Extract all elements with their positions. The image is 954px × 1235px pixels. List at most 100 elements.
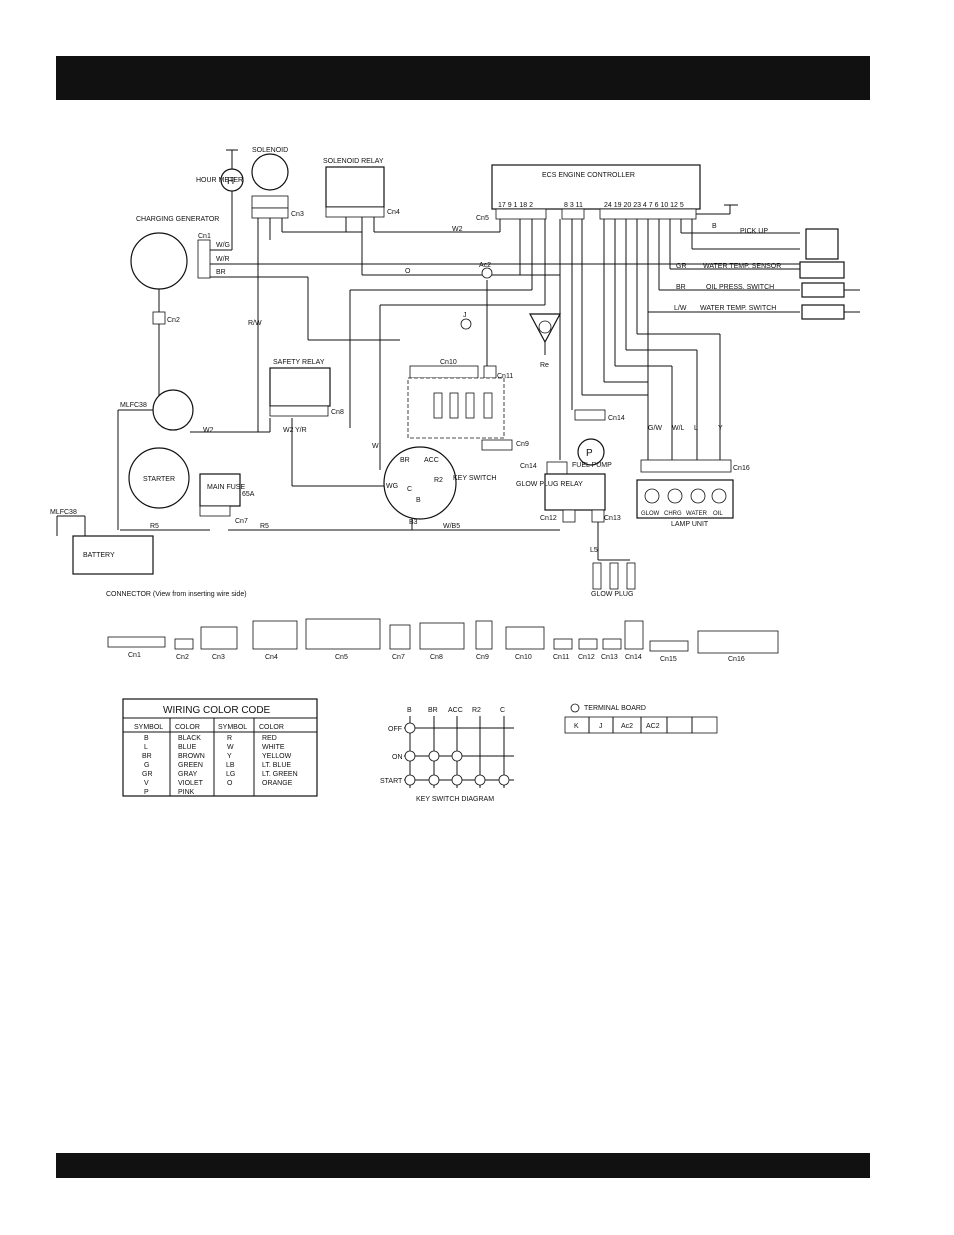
re-component: Re: [528, 313, 562, 369]
cn13-label: Cn13: [604, 515, 621, 522]
svg-text:R: R: [227, 735, 232, 742]
svg-text:Cn12: Cn12: [578, 654, 595, 661]
svg-text:CHRG: CHRG: [664, 511, 682, 517]
re-label: Re: [540, 362, 549, 369]
svg-text:W: W: [372, 443, 379, 450]
svg-text:GLOW PLUG RELAY: GLOW PLUG RELAY: [516, 481, 583, 488]
solenoid: SOLENOID Cn3: [251, 147, 304, 219]
cn12-label: Cn12: [540, 515, 557, 522]
svg-text:W/B5: W/B5: [443, 523, 460, 530]
svg-text:Cn3: Cn3: [212, 654, 225, 661]
lamp-unit: Cn16 GLOW CHRG WATER OIL LAMP UNIT G/W W…: [636, 425, 750, 528]
svg-text:ON: ON: [392, 754, 403, 761]
svg-text:Cn1: Cn1: [128, 652, 141, 659]
svg-text:65A: 65A: [242, 491, 255, 498]
svg-text:Cn10: Cn10: [515, 654, 532, 661]
svg-text:V: V: [144, 780, 149, 787]
cn11-label: Cn11: [497, 373, 513, 380]
ecs-label: ECS ENGINE CONTROLLER: [542, 172, 635, 179]
solenoid-relay: SOLENOID RELAY Cn4: [323, 158, 400, 218]
mlfc-1: MLFC38: [120, 402, 147, 409]
wiring-color-code: WIRING COLOR CODE SYMBOL COLOR SYMBOL CO…: [122, 698, 318, 797]
svg-text:Y: Y: [718, 425, 723, 432]
connector-title: CONNECTOR (View from inserting wire side…: [106, 591, 247, 598]
ecs-pins-1: 17 9 1 18 2: [498, 202, 533, 209]
svg-text:LT. GREEN: LT. GREEN: [262, 771, 298, 778]
svg-text:GRAY: GRAY: [178, 771, 198, 778]
svg-text:COLOR: COLOR: [259, 724, 284, 731]
svg-text:Cn2: Cn2: [176, 654, 189, 661]
svg-text:G: G: [144, 762, 149, 769]
svg-text:Y: Y: [227, 753, 232, 760]
svg-text:R/W: R/W: [248, 320, 262, 327]
svg-text:O: O: [227, 780, 233, 787]
svg-text:Cn9: Cn9: [476, 654, 489, 661]
glow-plug: GLOW PLUG: [591, 559, 636, 598]
cn8-label: Cn8: [331, 409, 344, 416]
svg-text:BR: BR: [428, 707, 438, 714]
terminals: Ac2 J: [460, 262, 493, 330]
svg-text:BR: BR: [216, 269, 226, 276]
mlfc-2: MLFC38: [50, 509, 77, 516]
svg-text:C: C: [500, 707, 505, 714]
terminal-board: TERMINAL BOARD K J Ac2 AC2: [564, 703, 718, 734]
svg-text:OIL: OIL: [713, 511, 723, 517]
svg-text:GR: GR: [676, 263, 687, 270]
water-temp-sensor-label: WATER TEMP. SENSOR: [703, 263, 781, 270]
charging-generator-label: CHARGING GENERATOR: [136, 216, 219, 223]
svg-text:W/G: W/G: [216, 242, 230, 249]
cn2-label: Cn2: [167, 317, 180, 324]
key-switch-diagram: B BR ACC R2 C OFF ON START KEY SWITCH DI…: [380, 707, 514, 803]
svg-text:Cn4: Cn4: [265, 654, 278, 661]
svg-text:B: B: [407, 707, 412, 714]
solenoid-relay-label: SOLENOID RELAY: [323, 158, 384, 165]
svg-text:W/L: W/L: [672, 425, 685, 432]
svg-text:BR: BR: [142, 753, 152, 760]
svg-text:RED: RED: [262, 735, 277, 742]
ecs-pins-2: 8 3 11: [564, 202, 583, 209]
svg-text:Cn11: Cn11: [553, 654, 569, 661]
fuel-pump: P FUEL PUMP Cn14: [572, 409, 625, 469]
svg-text:R2: R2: [472, 707, 481, 714]
svg-text:R5: R5: [260, 523, 269, 530]
svg-text:L/W: L/W: [674, 305, 687, 312]
svg-text:B: B: [712, 223, 717, 230]
svg-text:L: L: [144, 744, 148, 751]
svg-text:B: B: [416, 497, 421, 504]
svg-text:L5: L5: [590, 547, 598, 554]
svg-text:Cn13: Cn13: [601, 654, 618, 661]
svg-text:SYMBOL: SYMBOL: [134, 724, 163, 731]
svg-text:ORANGE: ORANGE: [262, 780, 293, 787]
svg-text:WHITE: WHITE: [262, 744, 285, 751]
safety-relay-label: SAFETY RELAY: [273, 359, 325, 366]
hour-meter-symbol: H: [227, 176, 234, 187]
svg-text:Cn5: Cn5: [335, 654, 348, 661]
svg-text:J: J: [599, 723, 603, 730]
svg-text:LT. BLUE: LT. BLUE: [262, 762, 291, 769]
svg-text:ACC: ACC: [424, 457, 439, 464]
starter-battery: STARTER BATTERY MLFC38: [50, 389, 194, 575]
cn5-label: Cn5: [476, 215, 489, 222]
starter-label: STARTER: [143, 476, 175, 483]
key-switch-label: KEY SWITCH: [453, 475, 496, 482]
svg-text:Cn8: Cn8: [430, 654, 443, 661]
svg-text:GLOW: GLOW: [641, 511, 660, 517]
footer-bar: [56, 1153, 870, 1178]
svg-text:KEY SWITCH DIAGRAM: KEY SWITCH DIAGRAM: [416, 796, 494, 803]
svg-text:LB: LB: [226, 762, 235, 769]
safety-relay: SAFETY RELAY Cn8: [269, 359, 344, 417]
svg-text:Cn15: Cn15: [660, 656, 677, 663]
svg-text:START: START: [380, 778, 403, 785]
cn14-label: Cn14: [520, 463, 537, 470]
svg-text:VIOLET: VIOLET: [178, 780, 204, 787]
svg-text:W: W: [227, 744, 234, 751]
svg-text:Ac2: Ac2: [621, 723, 633, 730]
svg-text:B: B: [144, 735, 149, 742]
svg-text:O: O: [405, 268, 411, 275]
svg-text:BR: BR: [400, 457, 410, 464]
cn3-label: Cn3: [291, 211, 304, 218]
svg-text:BROWN: BROWN: [178, 753, 205, 760]
color-row-5: V VIOLET O ORANGE: [144, 780, 293, 787]
